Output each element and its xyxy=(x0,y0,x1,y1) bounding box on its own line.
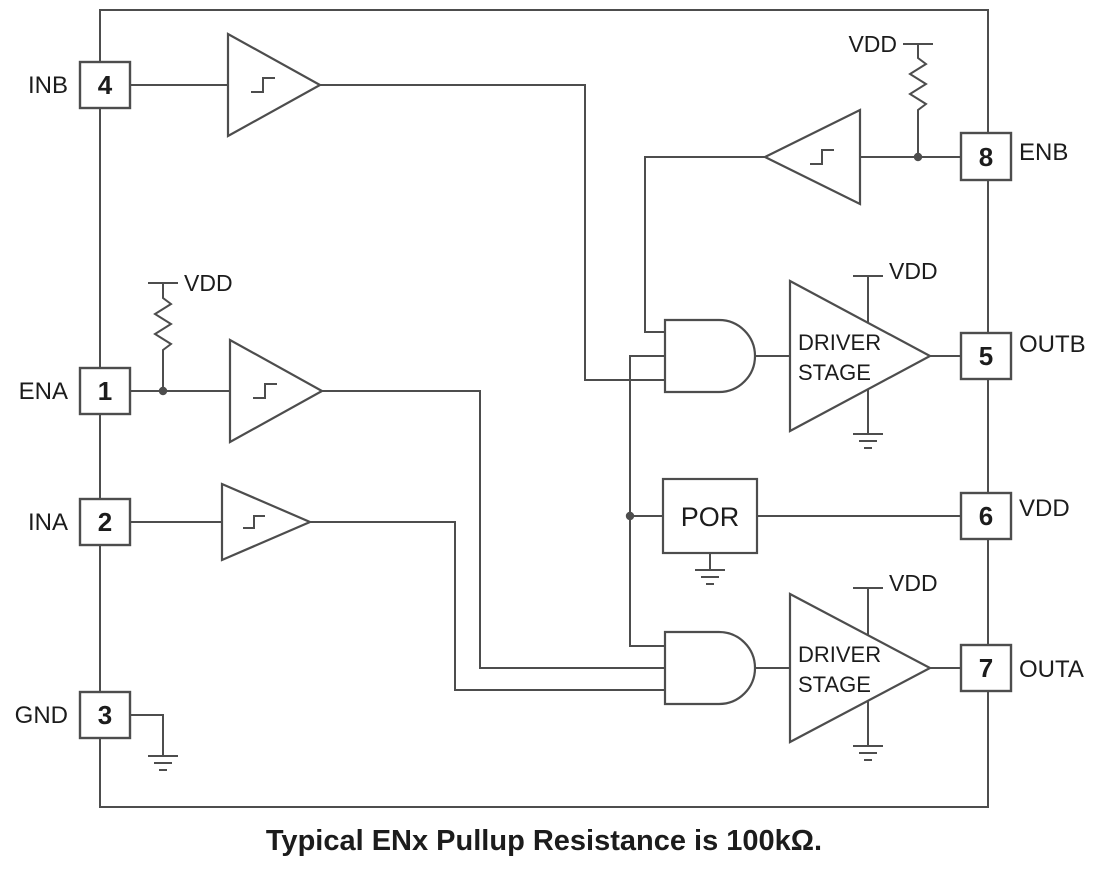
vdd-label: VDD xyxy=(184,270,233,296)
pin-outb: 5 OUTB xyxy=(959,331,1086,381)
driver-stage-label-line2: STAGE xyxy=(798,360,871,385)
pin-box xyxy=(959,491,1013,541)
junction-dot xyxy=(625,511,635,521)
pin-label: GND xyxy=(15,702,68,729)
pin-label: ENB xyxy=(1019,139,1068,166)
wire-por-bus xyxy=(629,355,665,647)
driver-stage-a: DRIVER STAGE xyxy=(788,592,933,744)
pin-label: VDD xyxy=(1019,495,1070,522)
pin-vdd: 6 VDD xyxy=(959,491,1070,541)
pin-box xyxy=(959,331,1013,381)
driver-stage-b: DRIVER STAGE xyxy=(788,279,933,433)
schmitt-buffer-inb xyxy=(226,32,323,138)
pin-number: 4 xyxy=(98,70,113,100)
pin-enb: 8 ENB xyxy=(959,131,1068,182)
buffer-triangle xyxy=(226,32,323,138)
por-box xyxy=(661,477,759,555)
pin-ina: 2 INA xyxy=(28,497,132,547)
wire-ena-buffer-to-and-a xyxy=(322,390,665,669)
schmitt-buffer-ena xyxy=(228,338,325,444)
por-block: POR xyxy=(661,477,759,555)
pin-number: 2 xyxy=(98,507,112,537)
pin-box xyxy=(78,497,132,547)
pin-number: 8 xyxy=(979,142,993,172)
driver-a-ground xyxy=(853,701,883,761)
pin-label: INA xyxy=(28,509,68,536)
driver-stage-label-line1: DRIVER xyxy=(798,642,881,667)
driver-triangle xyxy=(788,279,933,433)
schmitt-buffer-enb xyxy=(762,108,862,206)
pin-label: INB xyxy=(28,72,68,99)
driver-a-vdd-tap: VDD xyxy=(853,570,938,635)
wire-inb-buffer-to-and-b xyxy=(320,84,665,381)
and-gate-a xyxy=(663,630,757,706)
hysteresis-icon xyxy=(810,149,834,165)
gnd-pin-ground xyxy=(148,755,178,771)
vdd-label: VDD xyxy=(848,31,897,57)
resistor-icon xyxy=(153,283,173,391)
pin-box xyxy=(959,131,1013,182)
driver-triangle xyxy=(788,592,933,744)
hysteresis-icon xyxy=(243,515,265,529)
wires xyxy=(130,84,961,756)
por-ground xyxy=(695,553,725,585)
ground-icon xyxy=(695,569,725,585)
pin-label: ENA xyxy=(19,378,68,405)
pin-number: 3 xyxy=(98,700,112,730)
vdd-label: VDD xyxy=(889,258,938,284)
driver-stage-label-line2: STAGE xyxy=(798,672,871,697)
pin-box xyxy=(78,690,132,740)
wire-enb-buffer-to-and-b xyxy=(644,156,765,333)
pin-number: 5 xyxy=(979,341,993,371)
ground-icon xyxy=(148,755,178,771)
buffer-triangle xyxy=(220,482,313,562)
hysteresis-icon xyxy=(251,77,275,93)
pin-label: OUTA xyxy=(1019,656,1084,683)
pin-gnd: 3 GND xyxy=(15,690,132,740)
wire-gnd-pin xyxy=(130,714,164,756)
buffer-triangle xyxy=(762,108,862,206)
buffer-triangle xyxy=(228,338,325,444)
resistor-icon xyxy=(908,44,928,157)
pin-ena: 1 ENA xyxy=(19,366,132,416)
ena-pullup: VDD xyxy=(148,270,233,396)
ground-icon xyxy=(853,745,883,761)
pin-number: 1 xyxy=(98,376,112,406)
wire-ina-buffer-to-and-a xyxy=(310,521,665,691)
junction-dot xyxy=(913,152,923,162)
schmitt-buffer-ina xyxy=(220,482,313,562)
ground-icon xyxy=(853,433,883,449)
pin-inb: 4 INB xyxy=(28,60,132,110)
enb-pullup: VDD xyxy=(848,31,933,162)
pin-outa: 7 OUTA xyxy=(959,643,1084,693)
vdd-label: VDD xyxy=(889,570,938,596)
pin-number: 6 xyxy=(979,501,993,531)
driver-b-ground xyxy=(853,389,883,449)
pin-box xyxy=(78,366,132,416)
hysteresis-icon xyxy=(253,383,277,399)
por-label: POR xyxy=(681,502,740,532)
junction-dot xyxy=(158,386,168,396)
pin-number: 7 xyxy=(979,653,993,683)
driver-b-vdd-tap: VDD xyxy=(853,258,938,323)
pin-label: OUTB xyxy=(1019,331,1086,358)
pin-box xyxy=(959,643,1013,693)
driver-stage-label-line1: DRIVER xyxy=(798,330,881,355)
and-gate-b xyxy=(663,318,757,394)
caption: Typical ENx Pullup Resistance is 100kΩ. xyxy=(266,825,822,857)
pin-box xyxy=(78,60,132,110)
